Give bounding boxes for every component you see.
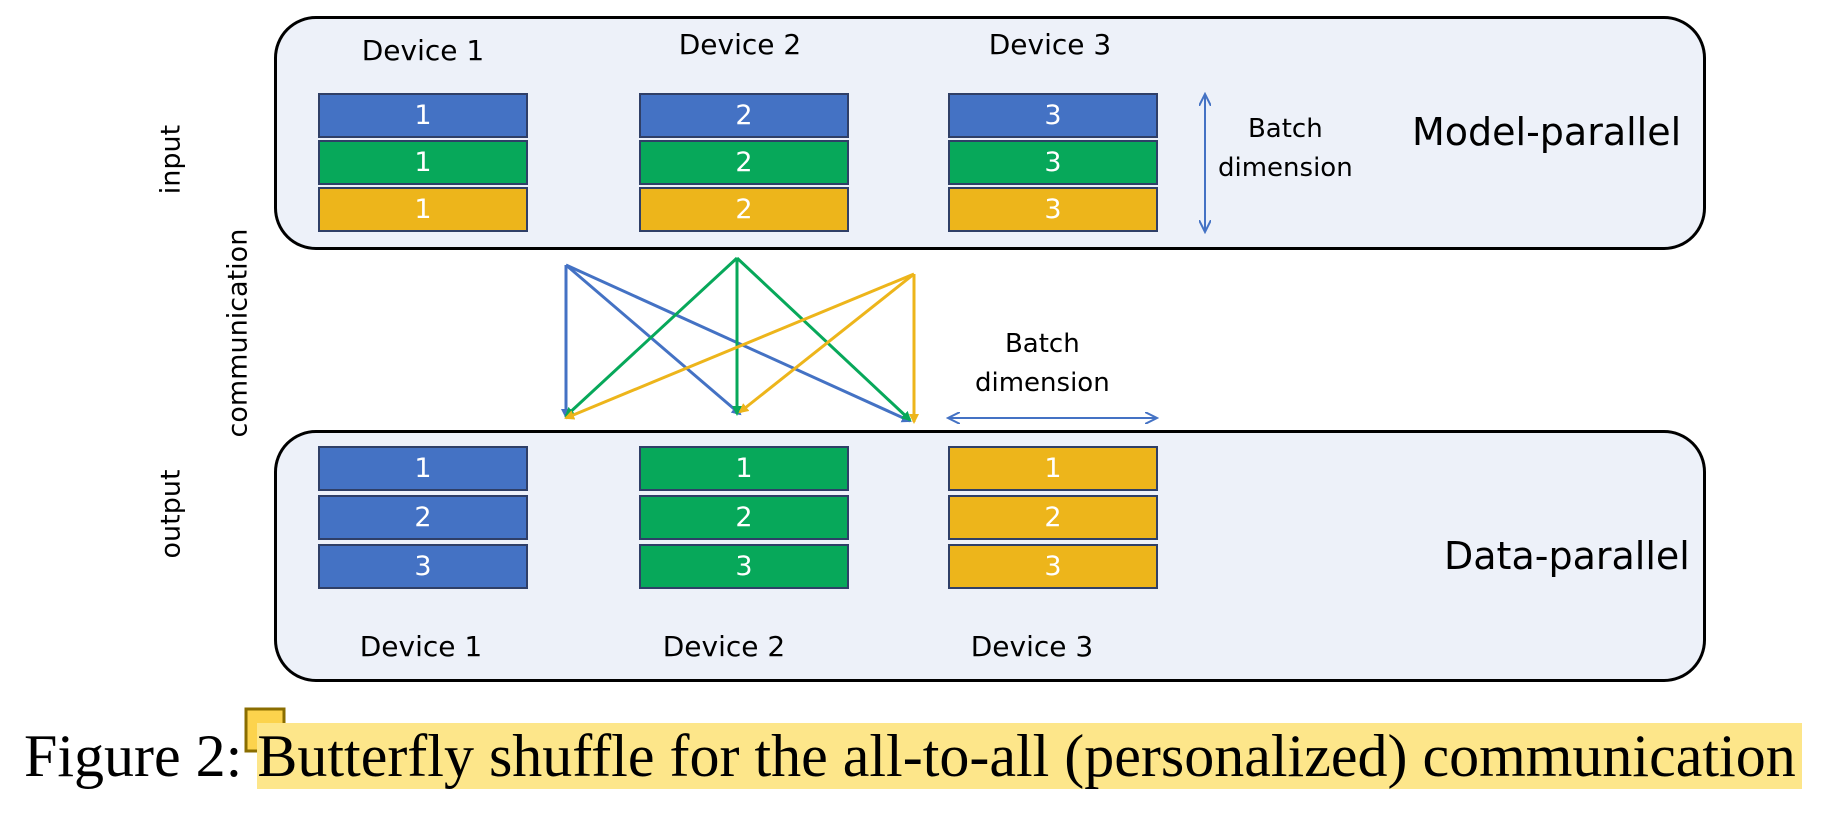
bottom-d2-block-3: 3 bbox=[639, 544, 849, 589]
bottom-d3-block-3: 3 bbox=[948, 544, 1158, 589]
top-device-1-label: Device 1 bbox=[361, 34, 485, 67]
bottom-d3-block-2: 2 bbox=[948, 495, 1158, 540]
top-d2-block-yellow: 2 bbox=[639, 187, 849, 232]
bottom-d2-block-1: 1 bbox=[639, 446, 849, 491]
top-d1-block-green: 1 bbox=[318, 140, 528, 185]
yellow-arrow-to-d2 bbox=[738, 272, 915, 414]
top-device-2-label: Device 2 bbox=[678, 28, 802, 61]
top-d2-block-blue: 2 bbox=[639, 93, 849, 138]
green-arrow-to-d3 bbox=[735, 256, 912, 422]
data-parallel-title: Data-parallel bbox=[1444, 534, 1690, 578]
bottom-d1-block-2: 2 bbox=[318, 495, 528, 540]
figure-caption: Figure 2: Butterfly shuffle for the all-… bbox=[24, 722, 1802, 791]
top-d1-block-yellow: 1 bbox=[318, 187, 528, 232]
green-arrow-group bbox=[564, 256, 912, 422]
top-d3-block-blue: 3 bbox=[948, 93, 1158, 138]
caption-highlighted-text[interactable]: Butterfly shuffle for the all-to-all (pe… bbox=[257, 723, 1802, 789]
bottom-device-3-label: Device 3 bbox=[970, 630, 1094, 663]
bottom-d2-block-2: 2 bbox=[639, 495, 849, 540]
top-d1-block-blue: 1 bbox=[318, 93, 528, 138]
yellow-arrow-group bbox=[564, 272, 919, 424]
middle-dimension-word: dimension bbox=[975, 368, 1110, 398]
top-d3-block-yellow: 3 bbox=[948, 187, 1158, 232]
middle-batch-dimension-label: Batch dimension bbox=[975, 325, 1110, 403]
middle-batch-word: Batch bbox=[1004, 329, 1080, 359]
green-arrow-to-d1 bbox=[564, 256, 739, 418]
top-device-3-label: Device 3 bbox=[988, 28, 1112, 61]
bottom-d1-block-3: 3 bbox=[318, 544, 528, 589]
yellow-arrow-to-d1 bbox=[564, 272, 915, 420]
top-d3-block-green: 3 bbox=[948, 140, 1158, 185]
bottom-device-2-label: Device 2 bbox=[662, 630, 786, 663]
top-dimension-word: dimension bbox=[1218, 153, 1353, 183]
top-batch-dimension-label: Batch dimension bbox=[1218, 110, 1353, 188]
bottom-device-1-label: Device 1 bbox=[359, 630, 483, 663]
caption-prefix: Figure 2: bbox=[24, 723, 258, 789]
model-parallel-title: Model-parallel bbox=[1412, 110, 1682, 154]
bottom-d3-block-1: 1 bbox=[948, 446, 1158, 491]
blue-arrow-to-d2 bbox=[565, 263, 742, 416]
bottom-d1-block-1: 1 bbox=[318, 446, 528, 491]
top-d2-block-green: 2 bbox=[639, 140, 849, 185]
top-batch-word: Batch bbox=[1247, 114, 1323, 144]
